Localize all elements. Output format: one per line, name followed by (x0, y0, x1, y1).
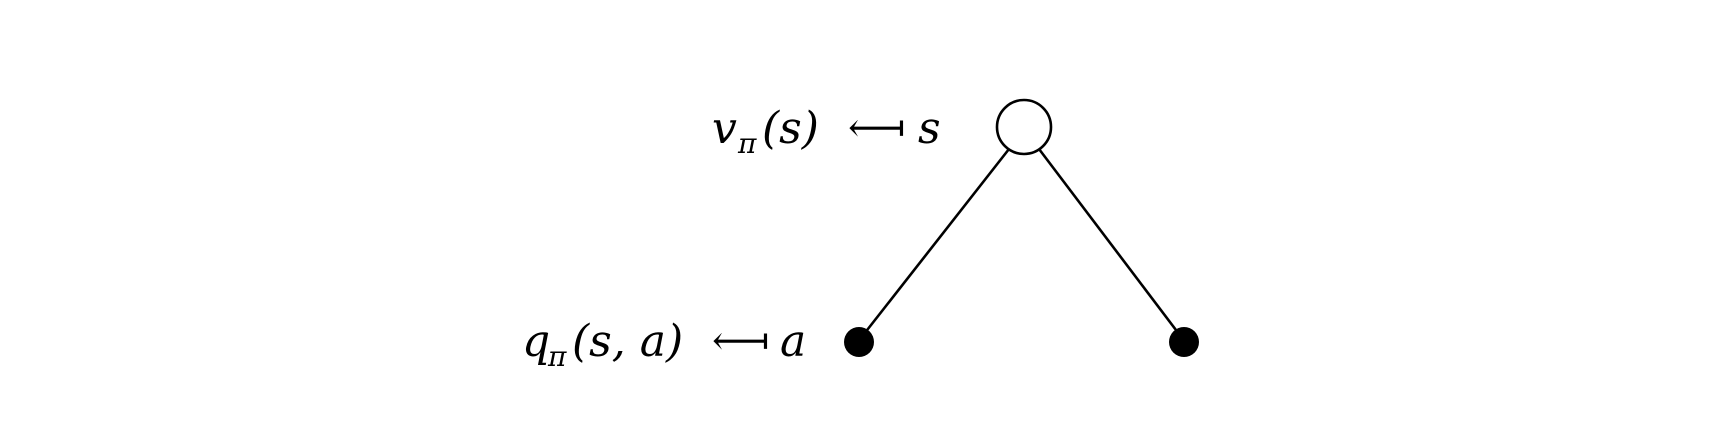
q-argument: (s, a) (572, 316, 683, 367)
edge-root-to-right-action (1037, 148, 1181, 335)
v-argument: (s) (762, 103, 819, 154)
action-arrow: ⟻ (712, 318, 769, 364)
v-subscript: π (737, 127, 757, 160)
action-node-right (1169, 327, 1199, 357)
action-value-label: q π (s, a) ⟻ a (522, 316, 806, 373)
v-symbol: v (712, 103, 737, 154)
state-arrow: ⟻ (848, 105, 905, 151)
state-variable: s (918, 103, 941, 154)
q-subscript: π (547, 340, 567, 373)
state-node (995, 98, 1053, 156)
q-symbol: q (522, 316, 550, 367)
edge-root-to-left-action (862, 148, 1011, 335)
action-variable: a (780, 316, 806, 367)
action-node-left (844, 327, 874, 357)
state-value-label: v π (s) ⟻ s (712, 103, 941, 160)
